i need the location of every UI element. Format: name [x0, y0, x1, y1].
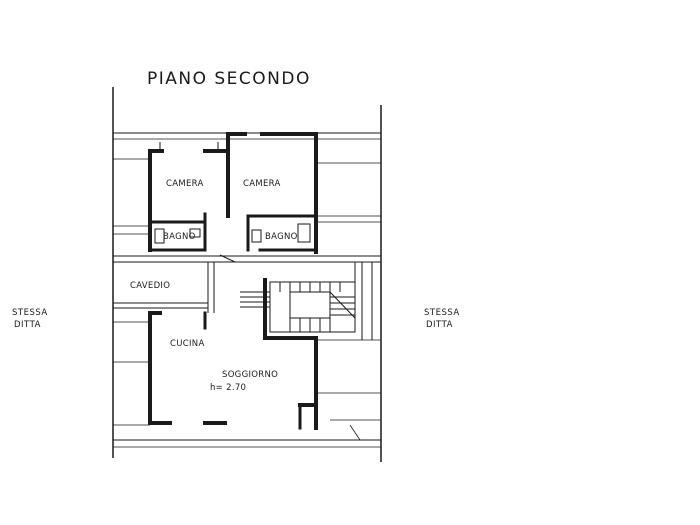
label-right-ditta: DITTA — [426, 320, 453, 330]
label-soggiorno: SOGGIORNO — [222, 370, 278, 380]
label-cavedio: CAVEDIO — [130, 281, 170, 291]
label-bagno-2: BAGNO — [265, 232, 298, 242]
plot-boundary — [112, 87, 382, 462]
label-camera-2: CAMERA — [243, 179, 281, 189]
label-ceiling-height: h= 2.70 — [210, 383, 246, 393]
fixtures — [154, 223, 311, 244]
room-labels: CAMERA CAMERA BAGNO BAGNO CAVEDIO CUCINA… — [130, 179, 298, 393]
label-bagno-1: BAGNO — [163, 232, 196, 242]
side-labels: STESSA DITTA STESSA DITTA — [12, 308, 460, 330]
label-left-stessa: STESSA — [12, 308, 48, 318]
partitions — [113, 142, 381, 313]
label-left-ditta: DITTA — [14, 320, 41, 330]
plan-title: PIANO SECONDO — [147, 69, 311, 89]
label-camera-1: CAMERA — [166, 179, 204, 189]
walls — [148, 132, 318, 430]
label-right-stessa: STESSA — [424, 308, 460, 318]
label-cucina: CUCINA — [170, 339, 205, 349]
staircase — [240, 262, 373, 340]
